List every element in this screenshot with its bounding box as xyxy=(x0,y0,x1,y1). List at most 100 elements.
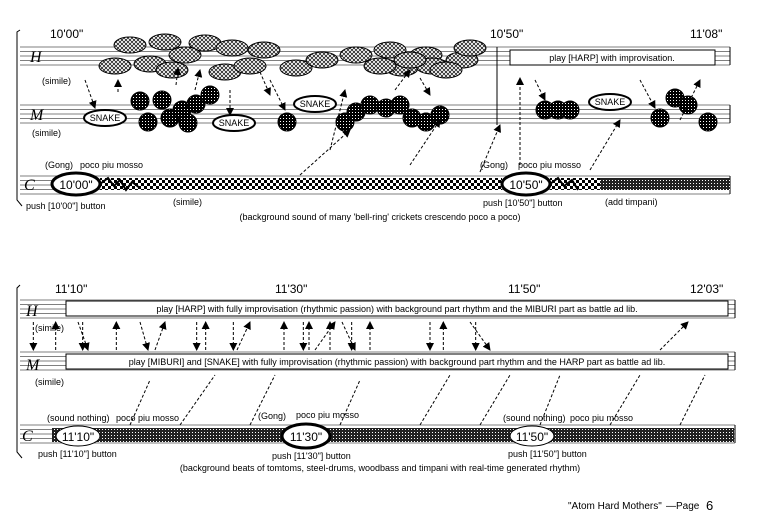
gong-label: (Gong) xyxy=(258,411,286,421)
push-instruction: push [11'50"] button xyxy=(508,449,587,459)
button-label: 11'30" xyxy=(290,430,322,444)
arrow xyxy=(236,321,251,351)
arrow xyxy=(589,119,621,171)
time-marker: 11'10" xyxy=(55,282,87,296)
miburi-note xyxy=(430,105,450,125)
miburi-note xyxy=(138,112,158,132)
snake-text: SNAKE xyxy=(219,118,250,128)
arrow xyxy=(77,321,90,351)
arrow xyxy=(639,79,656,109)
time-marker: 11'08" xyxy=(690,27,722,41)
snake-label: SNAKE xyxy=(293,95,337,113)
time-marker: 11'30" xyxy=(275,282,307,296)
tempo-label: poco piu mosso xyxy=(116,413,179,423)
arrow xyxy=(154,321,167,351)
push-button-11-50[interactable]: 11'50" xyxy=(509,425,555,447)
harp-instruction-box xyxy=(65,300,729,317)
simile-label: (simile) xyxy=(35,377,64,387)
miburi-instruction-box xyxy=(65,353,729,370)
arrow xyxy=(314,321,336,351)
gong-label: (Gong) xyxy=(45,160,73,170)
harp-note xyxy=(429,61,463,79)
push-instruction: push [11'10"] button xyxy=(38,449,117,459)
arrow xyxy=(259,71,271,96)
miburi-note xyxy=(390,95,410,115)
arrow xyxy=(419,374,451,426)
button-label: 10'50" xyxy=(509,178,542,192)
harp-instruction-box xyxy=(509,49,716,66)
push-button-10-00[interactable]: 10'00" xyxy=(50,171,102,197)
arrow xyxy=(419,77,431,96)
background-sound-bar xyxy=(100,178,502,190)
arrow xyxy=(299,129,351,176)
button-label: 10'00" xyxy=(59,178,92,192)
system-bracket xyxy=(16,29,23,207)
timpani-bar xyxy=(600,178,730,190)
tempo-label: poco piu mosso xyxy=(518,160,581,170)
snake-label: SNAKE xyxy=(83,109,127,127)
arrow xyxy=(249,374,276,426)
snake-oval xyxy=(293,95,337,113)
harp-note xyxy=(98,57,132,75)
footer-title: "Atom Hard Mothers" xyxy=(568,501,662,512)
harp-note xyxy=(393,51,427,69)
add-timpani-label: (add timpani) xyxy=(605,197,658,207)
background-beats-bar xyxy=(52,428,734,442)
score-marks: SNAKE SNAKE SNAKE SNAKE xyxy=(29,33,734,442)
miburi-note xyxy=(130,91,150,111)
clef-miburi: M xyxy=(25,357,41,374)
arrow xyxy=(679,79,701,121)
arrow xyxy=(179,374,216,426)
footer-page-label: —Page xyxy=(666,501,700,512)
harp-note xyxy=(363,57,397,75)
arrow xyxy=(469,321,491,351)
harp-note xyxy=(113,36,147,54)
miburi-note xyxy=(560,100,580,120)
miburi-note xyxy=(698,112,718,132)
snake-label: SNAKE xyxy=(588,93,632,111)
gong-label: (Gong) xyxy=(480,160,508,170)
harp-note xyxy=(373,41,407,59)
push-button-10-50[interactable]: 10'50" xyxy=(500,171,552,197)
arrow xyxy=(679,374,706,426)
arrow xyxy=(659,321,689,351)
arrow xyxy=(269,79,286,111)
time-marker: 10'00" xyxy=(50,27,83,41)
clef-computer: C xyxy=(22,428,33,445)
time-marker: 12'03" xyxy=(690,282,723,296)
footer-page-number: 6 xyxy=(706,498,713,513)
snake-oval xyxy=(212,114,256,132)
arrow xyxy=(139,321,150,351)
arrow xyxy=(194,69,203,91)
push-button-11-10[interactable]: 11'10" xyxy=(55,425,101,447)
sound-nothing-label: (sound nothing) xyxy=(47,413,110,423)
simile-label: (simile) xyxy=(32,128,61,138)
arrow xyxy=(129,379,151,426)
clef-harp: H xyxy=(25,303,39,320)
arrow xyxy=(534,79,546,101)
harp-note xyxy=(453,39,487,57)
simile-label: (simile) xyxy=(42,76,71,86)
tempo-label: poco piu mosso xyxy=(296,410,359,420)
time-marker: 10'50" xyxy=(490,27,523,41)
button-label: 11'50" xyxy=(516,430,548,444)
arrow xyxy=(339,379,361,426)
button-label: 11'10" xyxy=(62,430,94,444)
simile-label: (simile) xyxy=(173,197,202,207)
harp-instruction: play [HARP] with fully improvisation (rh… xyxy=(156,304,637,314)
push-instruction: push [10'50"] button xyxy=(483,198,562,208)
gong-glyph xyxy=(99,176,141,192)
miburi-note xyxy=(650,108,670,128)
staves xyxy=(16,29,736,459)
harp-note xyxy=(155,61,189,79)
system-bracket xyxy=(16,284,23,459)
clef-harp: H xyxy=(29,49,43,66)
arrow xyxy=(479,124,501,173)
tempo-label: poco piu mosso xyxy=(570,413,633,423)
harp-note xyxy=(247,41,281,59)
background-description: (background beats of tomtoms, steel-drum… xyxy=(180,463,580,473)
push-instruction: push [10'00"] button xyxy=(26,201,105,211)
push-button-11-30[interactable]: 11'30" xyxy=(280,422,332,450)
